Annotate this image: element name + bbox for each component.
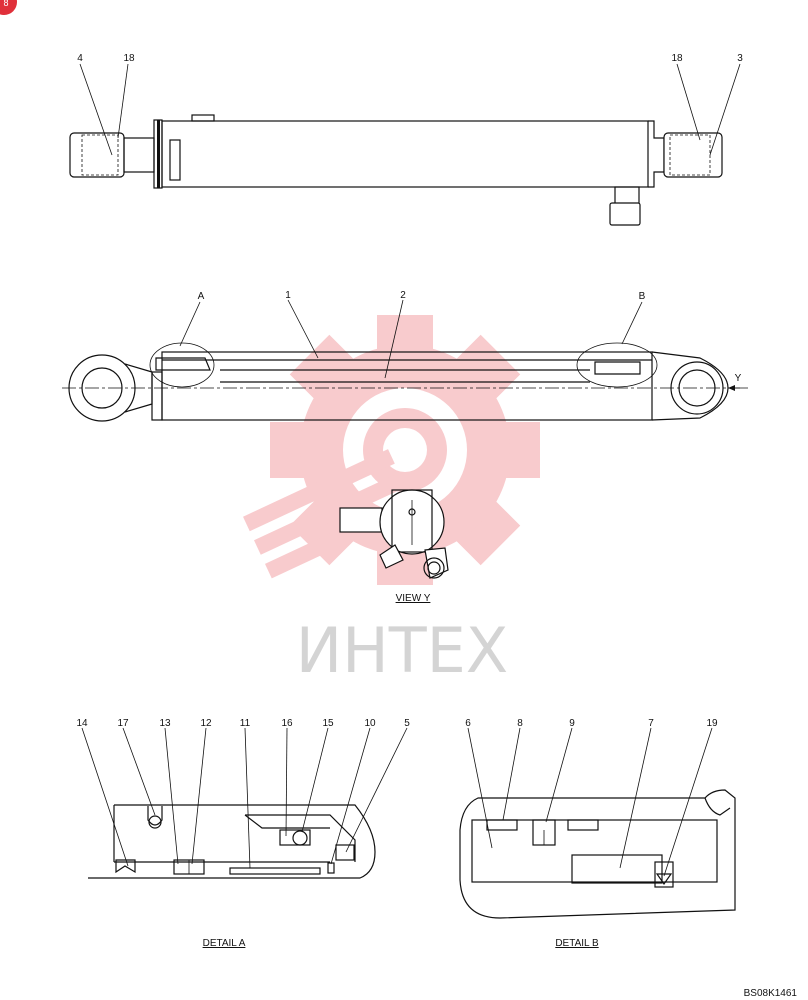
callout-10: 10 xyxy=(364,718,376,729)
callout-18-right: 18 xyxy=(671,53,683,64)
detail-a xyxy=(81,727,408,879)
callout-13: 13 xyxy=(159,718,171,729)
callout-5: 5 xyxy=(404,718,410,729)
callout-18-left: 18 xyxy=(123,53,135,64)
view-y-caption: VIEW Y xyxy=(396,593,431,604)
callout-1: 1 xyxy=(285,290,291,301)
side-view xyxy=(62,299,748,422)
watermark-text: ИНТЕХ xyxy=(296,614,509,687)
top-view xyxy=(69,63,741,226)
callout-17: 17 xyxy=(117,718,129,729)
callout-12: 12 xyxy=(200,718,212,729)
callout-16: 16 xyxy=(281,718,293,729)
detail-a-caption: DETAIL A xyxy=(203,938,246,949)
corner-badge: 8 xyxy=(0,0,17,15)
callout-detail-b: B xyxy=(639,291,646,302)
view-y-arrow-label: Y xyxy=(735,373,742,384)
svg-text:8: 8 xyxy=(3,0,8,8)
callout-2: 2 xyxy=(400,290,406,301)
callout-4: 4 xyxy=(77,53,83,64)
callout-15: 15 xyxy=(322,718,334,729)
callout-8: 8 xyxy=(517,718,523,729)
callout-14: 14 xyxy=(76,718,88,729)
callout-9: 9 xyxy=(569,718,575,729)
drawing-number: BS08K1461 xyxy=(744,988,798,999)
view-y xyxy=(339,489,449,579)
detail-b-caption: DETAIL B xyxy=(555,938,599,949)
callout-detail-a: A xyxy=(198,291,205,302)
callout-6: 6 xyxy=(465,718,471,729)
callout-7: 7 xyxy=(648,718,654,729)
callout-19: 19 xyxy=(706,718,718,729)
callout-11: 11 xyxy=(240,718,251,729)
detail-b xyxy=(459,727,736,919)
callout-3: 3 xyxy=(737,53,743,64)
